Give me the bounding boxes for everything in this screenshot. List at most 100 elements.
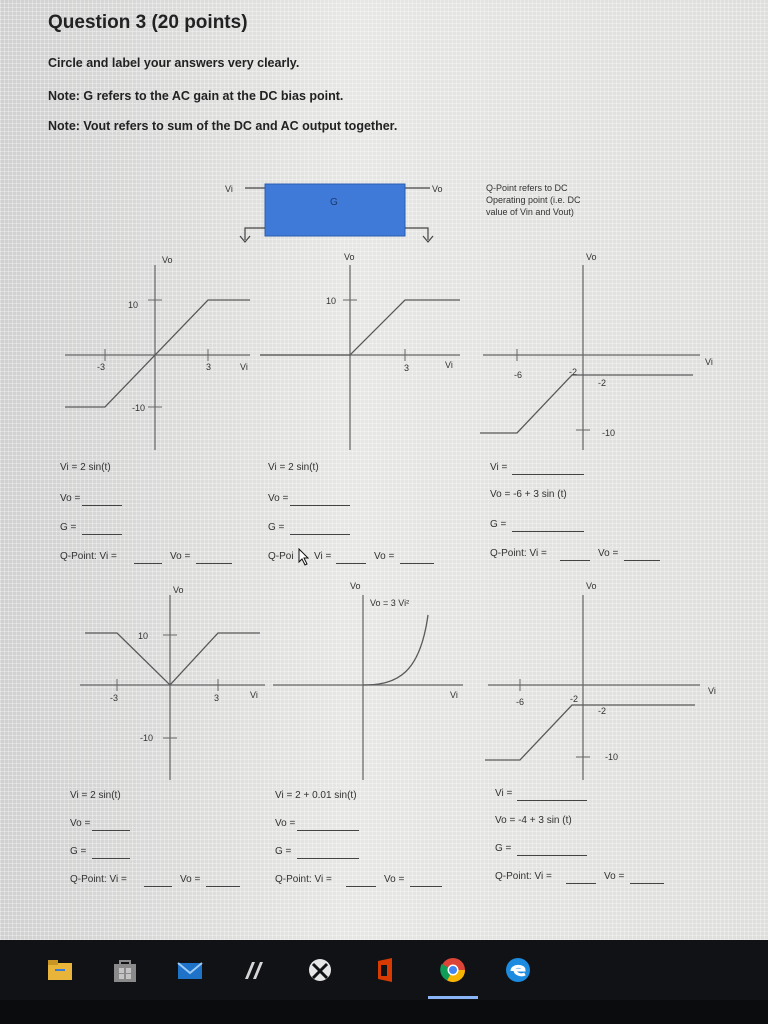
g6-neg10-label: -10 [605, 752, 619, 762]
transfer-curve [485, 704, 695, 761]
taskbar [0, 940, 768, 1000]
graph-3-negative-ramp [480, 265, 700, 450]
r2c1-vi: Vi = 2 sin(t) [70, 790, 121, 801]
r2c1-vo: Vo = [70, 818, 91, 829]
r1c3-g: G = [490, 519, 507, 530]
r2c3-qpoint: Q-Point: Vi = [495, 871, 552, 882]
g5-vi-label: Vi [450, 690, 458, 700]
r1c1-vo: Vo = [60, 493, 81, 504]
r2c3-vo: Vo = -4 + 3 sin (t) [495, 815, 572, 826]
r1c2-qpoint: Q-Poi [268, 551, 294, 562]
r2c3-vi-blank [517, 800, 587, 801]
r2c3-g: G = [495, 843, 512, 854]
r2c2-qvi-blank [346, 886, 376, 887]
g6-vi-label: Vi [708, 686, 716, 696]
r1c3-qvi-blank [560, 560, 590, 561]
note-g: Note: G refers to the AC gain at the DC … [48, 89, 344, 103]
monitor-bezel [0, 1000, 768, 1024]
r1c3-vi-blank [512, 474, 584, 475]
g-block [264, 183, 406, 237]
graph-6-negative-ramp [485, 595, 700, 780]
r1c2-vo: Vo = [268, 493, 289, 504]
g2-vo-label: Vo [344, 252, 355, 262]
block-vo-label: Vo [432, 184, 443, 194]
g4-vo-label: Vo [173, 585, 184, 595]
r1c3-vi: Vi = [490, 462, 508, 473]
r1c2-qvi-blank [336, 563, 366, 564]
g1-vo-label: Vo [162, 255, 173, 265]
g2-ten-label: 10 [326, 296, 337, 306]
r2c3-g-blank [517, 855, 587, 856]
r1c2-g-blank [290, 534, 350, 535]
g1-vi-label: Vi [240, 362, 248, 372]
g4-ten-label: 10 [138, 631, 149, 641]
block-g-label: G [330, 197, 338, 208]
r1c3-qvo: Vo = [598, 548, 619, 559]
xbox-icon[interactable] [305, 955, 335, 985]
edge-icon[interactable] [503, 955, 533, 985]
g1-neg10-label: -10 [132, 403, 146, 413]
transfer-curve [362, 614, 429, 686]
instruction-text: Circle and label your answers very clear… [48, 56, 300, 70]
g3-neg2b-label: -2 [598, 378, 607, 388]
g4-vi-label: Vi [250, 690, 258, 700]
r2c2-vo: Vo = [275, 818, 296, 829]
transfer-curve [85, 632, 260, 686]
qpoint-note-1: Q-Point refers to DC [486, 183, 568, 193]
qpoint-note-3: value of Vin and Vout) [486, 207, 574, 217]
g5-vo-label: Vo [350, 581, 361, 591]
r1c3-qpoint: Q-Point: Vi = [490, 548, 547, 559]
store-icon[interactable] [110, 955, 140, 985]
g3-neg6-label: -6 [514, 370, 523, 380]
g5-equation: Vo = 3 Vi² [370, 598, 410, 608]
r2c1-g: G = [70, 846, 87, 857]
g6-neg2b-label: -2 [598, 706, 607, 716]
r1c1-vi: Vi = 2 sin(t) [60, 462, 111, 473]
amplifier-block-diagram [239, 183, 434, 243]
r1c2-vo-blank [290, 505, 350, 506]
g3-neg2-label: -2 [569, 367, 578, 377]
graph-2-clipped-ramp [260, 265, 460, 450]
r1c3-g-blank [512, 531, 584, 532]
r2c3-qvo-blank [630, 883, 664, 884]
transfer-curve [260, 299, 460, 356]
r2c2-vo-blank [297, 830, 359, 831]
r2c1-qvi-blank [144, 886, 172, 887]
r1c1-qvo: Vo = [170, 551, 191, 562]
mail-icon[interactable] [175, 955, 205, 985]
r1c1-qvi-blank [134, 563, 162, 564]
r2c3-vi: Vi = [495, 788, 513, 799]
r2c3-qvo: Vo = [604, 871, 625, 882]
r2c2-g: G = [275, 846, 292, 857]
note-vout: Note: Vout refers to sum of the DC and A… [48, 119, 398, 133]
r2c2-g-blank [297, 858, 359, 859]
graph-4-v-shaped [80, 595, 265, 780]
r1c3-vo: Vo = -6 + 3 sin (t) [490, 489, 567, 500]
graph-5-square-law [273, 595, 463, 780]
office-icon[interactable] [370, 955, 400, 985]
r1c1-qvo-blank [196, 563, 232, 564]
r2c2-qvo-blank [410, 886, 442, 887]
mouse-cursor-icon [298, 548, 310, 566]
block-vi-label: Vi [225, 184, 233, 194]
g6-neg6-label: -6 [516, 697, 525, 707]
r1c1-g: G = [60, 522, 77, 533]
r2c1-g-blank [92, 858, 130, 859]
r1c1-g-blank [82, 534, 122, 535]
file-explorer-icon[interactable] [45, 955, 75, 985]
graph-1-saturating [65, 265, 250, 450]
media-icon[interactable] [240, 955, 270, 985]
question-title: Question 3 (20 points) [48, 12, 248, 33]
g2-three-label: 3 [404, 363, 410, 373]
g3-vo-label: Vo [586, 252, 597, 262]
qpoint-note-2: Operating point (i.e. DC [486, 195, 581, 205]
chrome-icon[interactable] [438, 955, 468, 985]
g6-neg2-label: -2 [570, 694, 579, 704]
g1-neg3-label: -3 [97, 362, 106, 372]
g1-ten-label: 10 [128, 300, 139, 310]
paper-document: Question 3 (20 points) Circle and label … [0, 0, 768, 940]
r2c1-qpoint: Q-Point: Vi = [70, 874, 127, 885]
r2c1-vo-blank [92, 830, 130, 831]
g2-vi-label: Vi [445, 360, 453, 370]
r2c2-qvo: Vo = [384, 874, 405, 885]
